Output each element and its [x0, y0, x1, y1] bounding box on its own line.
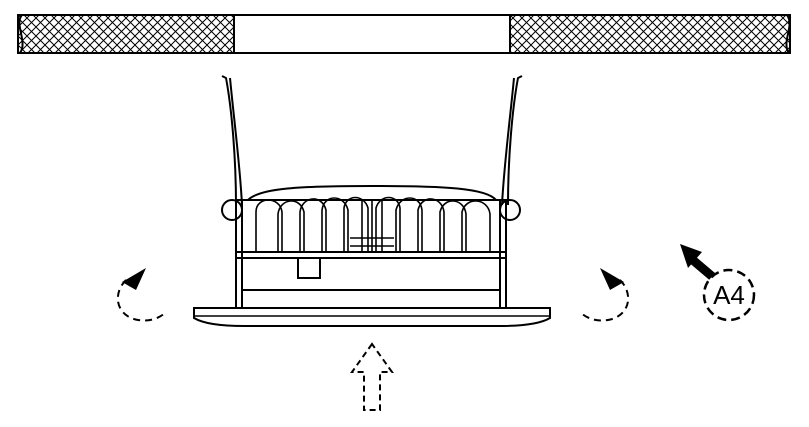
- ceiling-right-break: [785, 14, 791, 54]
- trim-bezel: [193, 307, 551, 327]
- ceiling-board: [17, 14, 791, 54]
- ceiling-left-break: [18, 14, 24, 54]
- downlight-fixture: [193, 75, 551, 327]
- ceiling-right-section: [509, 14, 791, 54]
- rotation-arrow-right: [579, 268, 629, 322]
- step-indicator: A4: [680, 244, 756, 322]
- heatsink-top: [247, 184, 497, 201]
- rotation-arrow-left: [117, 268, 167, 322]
- ceiling-left-section: [17, 14, 235, 54]
- spring-clip-right: [501, 75, 523, 206]
- step-badge-circle: [702, 268, 756, 322]
- step-badge-label: A4: [713, 280, 745, 310]
- clip-pivot-left: [221, 199, 243, 221]
- housing-tab: [297, 257, 321, 279]
- heatsink-fins: [255, 196, 491, 252]
- clip-pivot-right: [499, 199, 521, 221]
- ceiling-cutout-hole: [233, 14, 511, 54]
- spring-clip-left: [221, 75, 243, 206]
- push-up-arrow: [350, 342, 394, 411]
